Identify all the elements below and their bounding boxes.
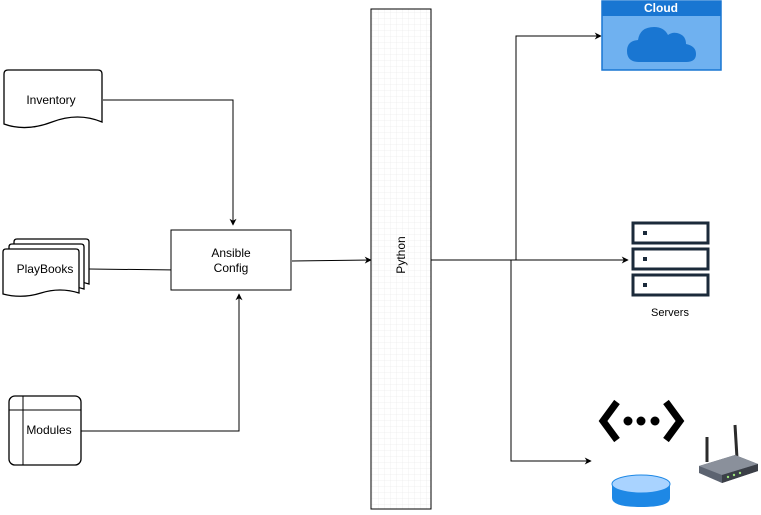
inventory-label: Inventory xyxy=(26,93,75,107)
cloud-node: Cloud xyxy=(601,0,722,71)
inventory-node: Inventory xyxy=(3,69,103,129)
cloud-label: Cloud xyxy=(644,1,678,15)
servers-label: Servers xyxy=(651,307,689,319)
edge-inventory-to-config xyxy=(103,99,237,226)
edge-python-to-devices xyxy=(510,260,592,465)
playbooks-label: PlayBooks xyxy=(17,262,74,276)
playbooks-node: PlayBooks xyxy=(2,238,90,297)
edge-modules-to-config xyxy=(81,293,243,432)
network-code-icon xyxy=(598,399,685,443)
connectors xyxy=(81,32,629,465)
python-label: Python xyxy=(394,236,408,273)
router-icon xyxy=(699,424,758,483)
document-stack-shape xyxy=(2,248,80,297)
python-node: Python xyxy=(370,8,432,510)
database-icon xyxy=(611,474,671,507)
ansible-config-node: Ansible Config xyxy=(170,229,292,291)
server-rack-icon xyxy=(631,221,710,297)
edge-playbooks-to-config xyxy=(88,266,179,274)
edge-python-to-cloud xyxy=(431,32,602,261)
ansible-config-label-line2: Config xyxy=(214,261,249,275)
edge-config-to-python xyxy=(291,256,372,264)
ansible-config-label-line1: Ansible xyxy=(211,246,251,260)
modules-node: Modules xyxy=(8,395,82,466)
document-shape xyxy=(3,69,103,129)
servers-node: Servers xyxy=(631,221,710,319)
cloud-icon xyxy=(627,27,696,62)
modules-label: Modules xyxy=(26,423,71,437)
